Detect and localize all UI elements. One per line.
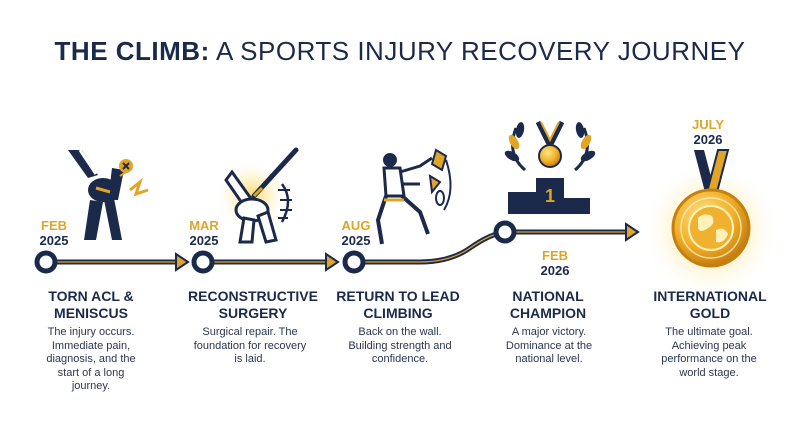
milestone-label-1: TORN ACL & MENISCUS [48, 288, 134, 321]
scalpel-knee-icon [216, 147, 299, 244]
date-month: MAR [189, 218, 219, 233]
date-month: AUG [341, 218, 371, 233]
date-month: JULY [691, 117, 725, 132]
date-year: 2026 [693, 132, 723, 147]
podium-medal-icon: 1 [504, 120, 596, 214]
milestone-desc-1: The injury occurs. Immediate pain, diagn… [46, 326, 136, 392]
climber-icon [375, 148, 452, 245]
podium-number: 1 [545, 186, 555, 206]
title-rest: A SPORTS INJURY RECOVERY JOURNEY [216, 36, 746, 66]
date-year: 2025 [341, 233, 371, 248]
timeline-node-3 [342, 250, 366, 274]
milestone-desc-4: A major victory. Dominance at the nation… [505, 326, 593, 365]
milestone-desc-3: Back on the wall. Building strength and … [348, 326, 452, 365]
timeline-node-2 [191, 250, 215, 274]
gold-globe-medal-icon [641, 149, 781, 300]
injured-knee-icon [68, 149, 149, 240]
milestone-label-3: RETURN TO LEAD CLIMBING [336, 288, 460, 321]
date-year: 2026 [540, 263, 570, 278]
milestone-desc-5: The ultimate goal. Achieving peak perfor… [661, 326, 757, 379]
page-title: THE CLIMB: A SPORTS INJURY RECOVERY JOUR… [0, 36, 800, 67]
timeline-node-1 [34, 250, 58, 274]
milestone-label-4: NATIONAL CHAMPION [509, 288, 587, 321]
date-month: FEB [41, 218, 67, 233]
milestone-desc-2: Surgical repair. The foundation for reco… [193, 326, 307, 365]
timeline-node-4 [493, 220, 517, 244]
title-bold: THE CLIMB: [54, 36, 210, 66]
date-year: 2025 [39, 233, 69, 248]
milestone-label-2: RECONSTRUCTIVE SURGERY [188, 288, 318, 321]
date-month: FEB [542, 248, 568, 263]
milestone-label-5: INTERNATIONAL GOLD [653, 288, 767, 321]
date-year: 2025 [189, 233, 219, 248]
